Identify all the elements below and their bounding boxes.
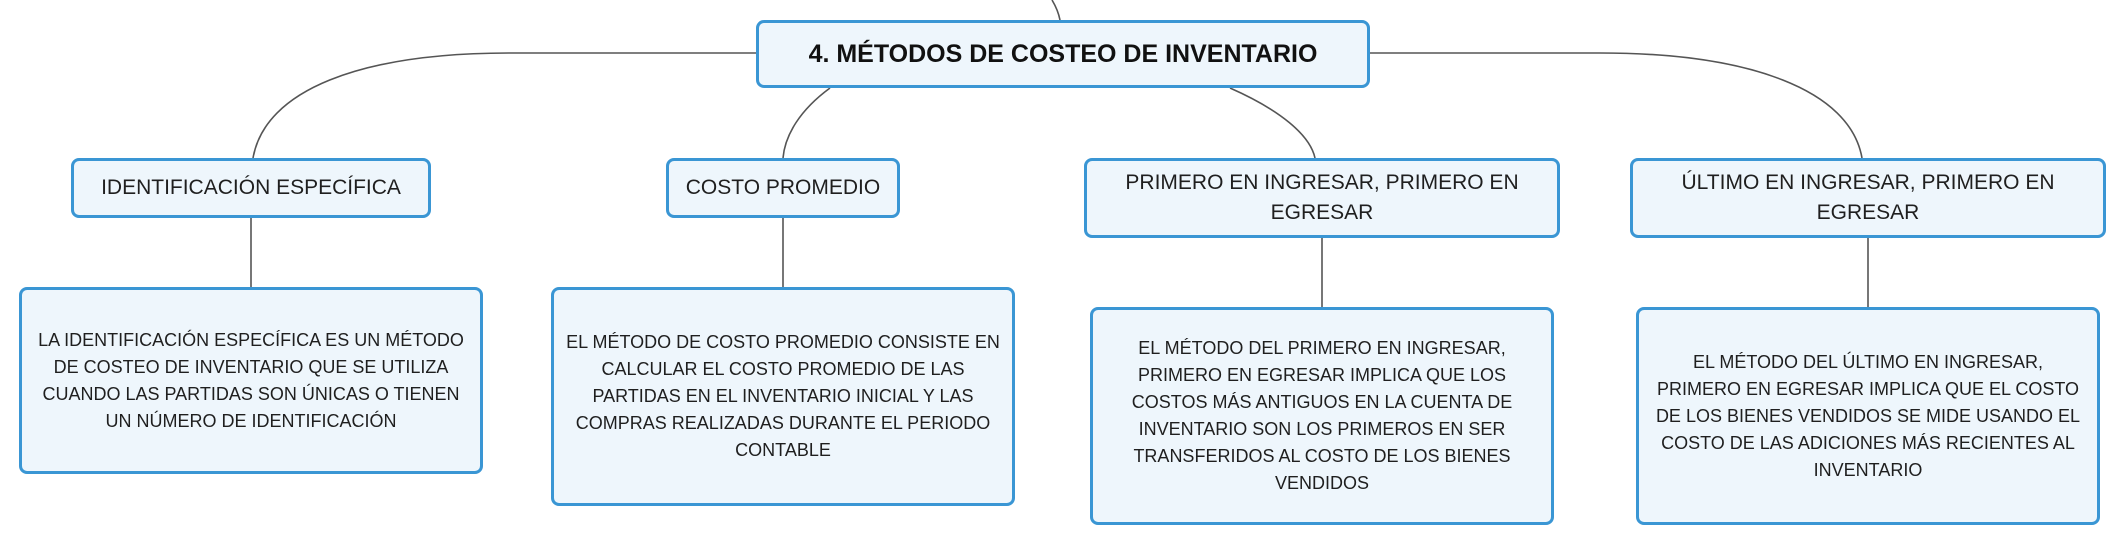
desc-text: LA IDENTIFICACIÓN ESPECÍFICA ES UN MÉTOD… — [38, 329, 464, 431]
topic-label: IDENTIFICACIÓN ESPECÍFICA — [101, 176, 401, 199]
connector-root-topic-2 — [782, 87, 831, 159]
desc-costo-promedio[interactable]: EL MÉTODO DE COSTO PROMEDIO CONSISTE EN … — [551, 287, 1015, 506]
root-node[interactable]: 4. MÉTODOS DE COSTEO DE INVENTARIO — [756, 20, 1370, 88]
desc-ultimo-en-ingresar[interactable]: EL MÉTODO DEL ÚLTIMO EN INGRESAR, PRIMER… — [1636, 307, 2100, 525]
topic-costo-promedio[interactable]: COSTO PROMEDIO — [666, 158, 900, 218]
topic-primero-en-ingresar[interactable]: PRIMERO EN INGRESAR, PRIMERO EN EGRESAR — [1084, 158, 1560, 238]
desc-text: EL MÉTODO DEL PRIMERO EN INGRESAR, PRIME… — [1131, 338, 1513, 493]
connector-root-topic-4 — [1370, 52, 1863, 159]
desc-primero-en-ingresar[interactable]: EL MÉTODO DEL PRIMERO EN INGRESAR, PRIME… — [1090, 307, 1554, 525]
connector-parent — [1051, 0, 1061, 21]
topic-label: PRIMERO EN INGRESAR, PRIMERO EN EGRESAR — [1125, 171, 1519, 224]
root-label: 4. MÉTODOS DE COSTEO DE INVENTARIO — [808, 39, 1318, 68]
topic-ultimo-en-ingresar[interactable]: ÚLTIMO EN INGRESAR, PRIMERO EN EGRESAR — [1630, 158, 2106, 238]
topic-label: ÚLTIMO EN INGRESAR, PRIMERO EN EGRESAR — [1681, 171, 2055, 224]
topic-label: COSTO PROMEDIO — [685, 176, 881, 199]
desc-text: EL MÉTODO DE COSTO PROMEDIO CONSISTE EN … — [566, 332, 1000, 460]
desc-text: EL MÉTODO DEL ÚLTIMO EN INGRESAR, PRIMER… — [1655, 351, 2081, 480]
topic-identificacion-especifica[interactable]: IDENTIFICACIÓN ESPECÍFICA — [71, 158, 431, 218]
desc-identificacion-especifica[interactable]: LA IDENTIFICACIÓN ESPECÍFICA ES UN MÉTOD… — [19, 287, 483, 474]
connector-root-topic-1 — [252, 52, 756, 159]
connector-root-topic-3 — [1229, 87, 1316, 159]
